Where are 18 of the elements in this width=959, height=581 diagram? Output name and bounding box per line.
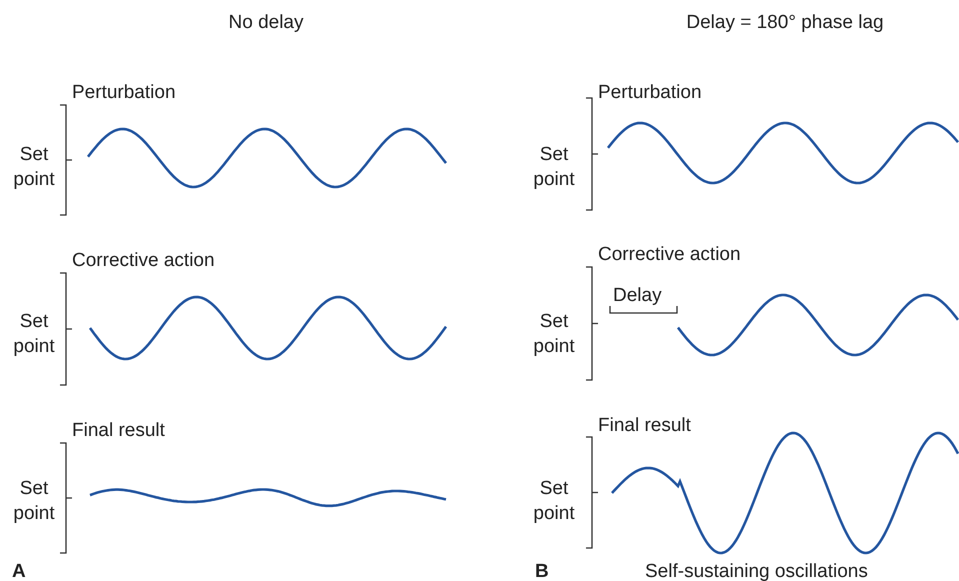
axis-label: Set point <box>12 143 56 192</box>
axis-label: Set point <box>532 143 576 192</box>
panel-title: Perturbation <box>72 81 176 105</box>
panel-title: Perturbation <box>598 81 702 105</box>
panel-title: Corrective action <box>598 243 741 267</box>
axis-label: Set point <box>532 310 576 359</box>
axis-label: Set point <box>532 477 576 526</box>
column-heading: Delay = 180° phase lag <box>685 11 885 35</box>
axis-label: Set point <box>12 310 56 359</box>
panel-title: Final result <box>598 414 691 438</box>
panel-title: Corrective action <box>72 249 215 273</box>
caption: Self-sustaining oscillations <box>645 560 868 581</box>
panel-title: Final result <box>72 419 165 443</box>
axis-label: Set point <box>12 477 56 526</box>
column-heading: No delay <box>228 11 304 35</box>
delay-label: Delay <box>613 284 662 308</box>
panel-letter: A <box>12 560 26 581</box>
panel-letter: B <box>535 560 549 581</box>
